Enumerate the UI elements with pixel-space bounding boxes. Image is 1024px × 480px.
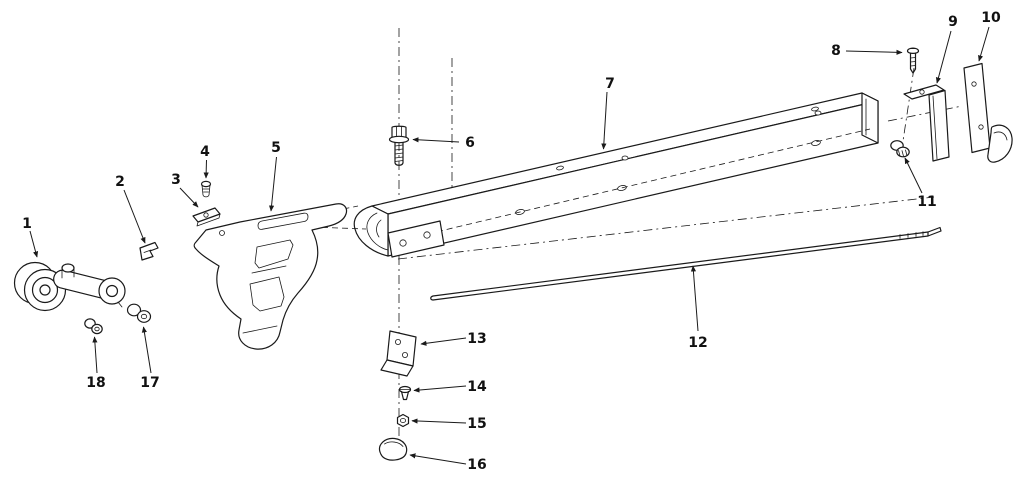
leader-9 <box>935 30 952 84</box>
leader-3 <box>179 187 199 208</box>
rail-mounting-plate <box>387 220 445 258</box>
callout-label-3: 3 <box>171 172 181 188</box>
centerline-end-plate <box>887 105 963 122</box>
leader-17 <box>141 326 152 374</box>
callout-label-9: 9 <box>948 14 958 30</box>
leader-10 <box>978 26 990 62</box>
part-10-end-plate <box>963 62 991 154</box>
part-8-screw <box>906 47 920 74</box>
leader-13 <box>420 337 467 346</box>
part-9-bracket <box>903 84 950 162</box>
rail-front-face <box>387 100 879 257</box>
callout-label-1: 1 <box>22 216 32 232</box>
callout-label-7: 7 <box>605 76 615 92</box>
callout-label-8: 8 <box>831 43 841 59</box>
callout-label-12: 12 <box>688 335 707 351</box>
fence-head-outline <box>193 203 348 350</box>
callout-label-6: 6 <box>465 135 475 151</box>
callout-label-2: 2 <box>115 174 125 190</box>
callout-label-16: 16 <box>467 457 486 473</box>
part-18-spacer <box>84 318 103 335</box>
part-12-rod <box>430 226 942 301</box>
leader-6 <box>412 137 460 143</box>
centerline-rod-axis <box>397 196 935 260</box>
leader-4 <box>203 159 209 179</box>
part-14-screw <box>398 385 412 401</box>
callout-label-5: 5 <box>271 140 281 156</box>
part-16-end-cap <box>378 437 408 461</box>
part-3-plate <box>192 207 221 227</box>
lever-hub <box>98 277 126 305</box>
part-15-nut <box>396 413 410 428</box>
callout-label-11: 11 <box>917 194 936 210</box>
part-2-clip <box>139 241 159 261</box>
leader-5 <box>268 156 277 212</box>
callout-label-18: 18 <box>86 375 105 391</box>
leader-2 <box>123 189 146 244</box>
part-17-bushing <box>126 303 152 323</box>
part-11-cap-nut <box>890 140 910 158</box>
leader-18 <box>92 336 98 374</box>
callout-label-17: 17 <box>140 375 159 391</box>
part-7-rail <box>353 92 879 258</box>
leader-1 <box>29 230 39 258</box>
part-4-screw <box>200 180 212 198</box>
leader-8 <box>845 49 903 55</box>
leader-15 <box>411 418 467 424</box>
leader-12 <box>690 265 699 332</box>
leader-14 <box>413 385 467 393</box>
callout-label-10: 10 <box>981 10 1001 26</box>
part-1-roller-lever <box>13 261 126 312</box>
part-13-bracket <box>380 330 417 377</box>
callout-label-15: 15 <box>467 416 486 432</box>
bolt-head <box>391 125 407 139</box>
rail-end-cap <box>987 124 1013 163</box>
rail-right-end <box>861 92 879 144</box>
rail-left-end <box>353 205 389 257</box>
leader-7 <box>601 91 608 150</box>
rod-threaded-tip <box>927 226 942 237</box>
callout-labels: 1 2 3 4 5 6 7 8 9 10 11 12 13 14 15 16 1… <box>22 10 1001 473</box>
leader-11 <box>904 157 923 194</box>
callout-label-4: 4 <box>200 144 210 160</box>
support-bracket-flange <box>380 359 414 377</box>
bracket-leg <box>928 89 950 162</box>
callout-label-14: 14 <box>467 379 487 395</box>
centerline-end-screw <box>902 67 915 142</box>
callout-leaders <box>29 26 990 465</box>
leader-16 <box>409 453 467 465</box>
part-6-bolt <box>388 125 410 166</box>
part-5-fence-head <box>193 203 367 350</box>
callout-label-13: 13 <box>467 331 486 347</box>
fence-head-slot <box>257 212 309 230</box>
